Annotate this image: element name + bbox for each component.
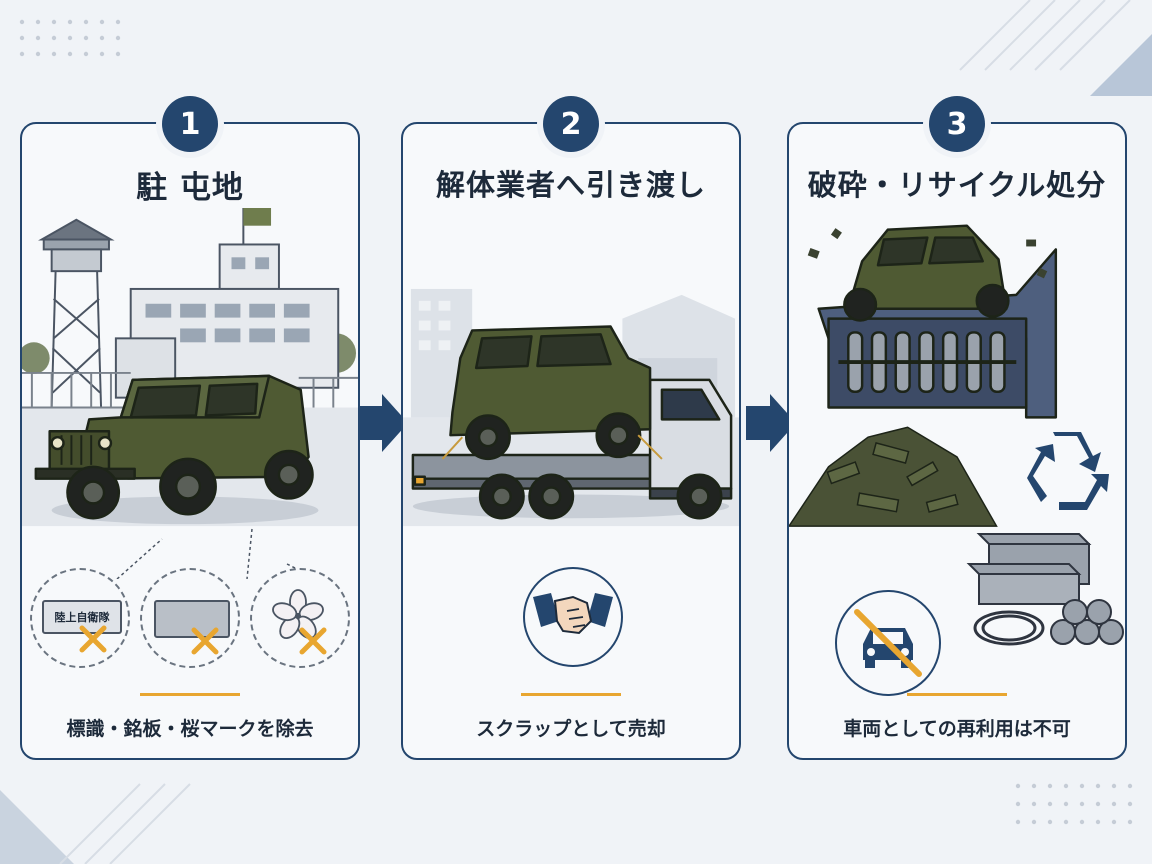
- step-panel-garrison: 1 駐 屯地: [20, 96, 360, 760]
- watchtower: [38, 218, 115, 408]
- cross-mark-icon: [191, 627, 219, 655]
- step-caption: 標識・銘板・桜マークを除去: [66, 718, 314, 740]
- step-title: 破砕・リサイクル処分: [807, 168, 1107, 202]
- dot-grid-decoration: [19, 19, 121, 57]
- caption-divider: [907, 693, 1007, 696]
- scrap-pile: [789, 426, 998, 527]
- dot-grid-decoration-bottom: [1015, 783, 1133, 825]
- steel-materials-icon: [966, 533, 1124, 646]
- stripe-decoration: [959, 0, 1152, 96]
- military-vehicle: [34, 374, 314, 520]
- cross-mark-icon: [299, 627, 327, 655]
- step-caption: 車両としての再利用は不可: [843, 718, 1071, 740]
- blank-plate-item: [140, 568, 240, 668]
- shredder-illustration: [789, 224, 1058, 527]
- handshake-circle: [523, 567, 623, 667]
- sign-plate-icon: 陸上自衛隊: [42, 600, 122, 634]
- headquarters-building: [114, 208, 340, 399]
- sign-plate-text: 陸上自衛隊: [54, 611, 110, 624]
- step-title: 駐 屯地: [136, 170, 244, 206]
- recycle-icon: [1027, 432, 1109, 510]
- cross-mark-icon: [79, 625, 107, 653]
- cherry-blossom-icon: [272, 589, 324, 640]
- garrison-illustration: [22, 208, 358, 527]
- tow-truck-illustration: [403, 288, 739, 527]
- arrow-right-icon: [358, 394, 408, 452]
- step-title: 解体業者へ引き渡し: [435, 168, 706, 202]
- shredder-machine: [817, 248, 1058, 419]
- step-number-badge: 3: [929, 96, 985, 152]
- flatbed-truck: [411, 378, 733, 520]
- handshake-icon: [533, 593, 613, 635]
- arrow-right-icon: [746, 394, 796, 452]
- no-car-icon: [854, 609, 922, 677]
- step-caption: スクラップとして売却: [476, 718, 666, 740]
- corner-decoration: [0, 783, 191, 864]
- step-panel-recycle: 3 破砕・リサイクル処分: [787, 96, 1127, 760]
- caption-divider: [521, 693, 621, 696]
- caption-divider: [140, 693, 240, 696]
- cherry-blossom-item: [250, 568, 350, 668]
- sign-plate-item: 陸上自衛隊: [30, 568, 130, 668]
- step-number-badge: 1: [162, 96, 218, 152]
- crushed-vehicle: [843, 224, 1010, 322]
- no-reuse-circle: [835, 590, 941, 696]
- blank-plate-icon: [154, 600, 230, 638]
- step-number-badge: 2: [543, 96, 599, 152]
- step-panel-handover: 2 解体業者へ引き渡し: [401, 96, 741, 760]
- loaded-military-vehicle: [441, 325, 663, 461]
